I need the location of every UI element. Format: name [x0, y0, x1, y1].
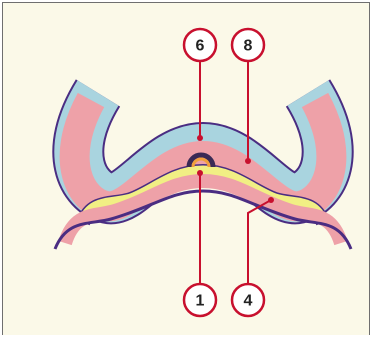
- leader-6-dot: [197, 135, 203, 141]
- callout-1-label: 1: [196, 293, 205, 310]
- callout-8-label: 8: [244, 38, 253, 55]
- leader-8-dot: [245, 158, 251, 164]
- callout-6-label: 6: [196, 38, 205, 55]
- tissue-layers: [55, 93, 351, 249]
- callout-4: 4: [232, 284, 264, 316]
- callout-8: 8: [232, 29, 264, 61]
- callout-4-label: 4: [244, 293, 253, 310]
- callout-1: 1: [184, 284, 216, 316]
- leader-1-dot: [197, 170, 203, 176]
- leader-4-dot: [268, 197, 274, 203]
- callout-6: 6: [184, 29, 216, 61]
- layered-tissue-diagram: 6 8 1 4: [3, 3, 371, 336]
- diagram-frame: 6 8 1 4: [2, 2, 370, 335]
